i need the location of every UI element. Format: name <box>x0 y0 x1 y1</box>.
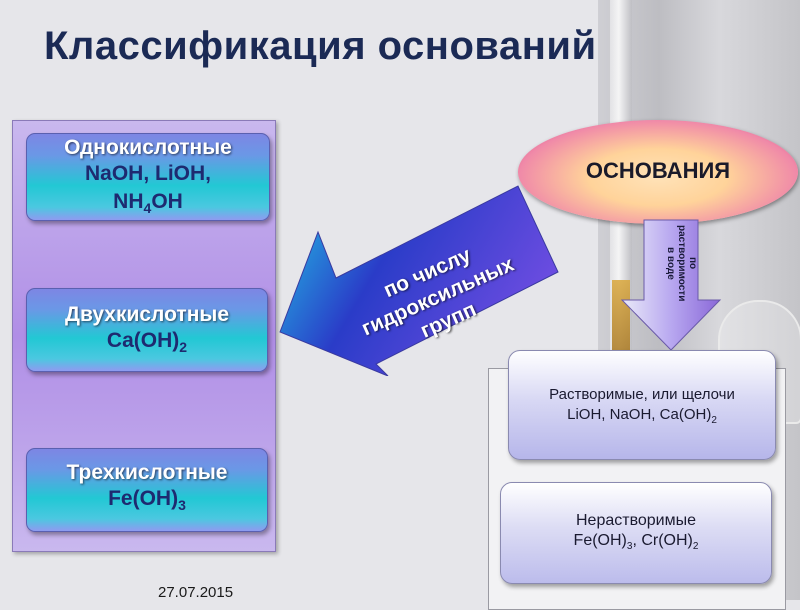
insoluble-box: Нерастворимые Fe(OH)3, Cr(OH)2 <box>500 482 772 584</box>
monoacid-name: Однокислотные <box>64 136 232 159</box>
solubility-arrow <box>620 219 722 351</box>
insoluble-title: Нерастворимые <box>575 512 697 529</box>
soluble-box: Растворимые, или щелочи LiOH, NaOH, Ca(O… <box>508 350 776 460</box>
soluble-formula: LiOH, NaOH, Ca(OH)2 <box>567 406 717 426</box>
diacid-box: Двухкислотные Ca(OH)2 <box>26 288 268 372</box>
slide-date: 27.07.2015 <box>158 584 234 601</box>
monoacid-formula-line1: NaOH, LiOH, <box>84 162 211 185</box>
triacid-name: Трехкислотные <box>66 461 228 484</box>
insoluble-formula: Fe(OH)3, Cr(OH)2 <box>573 532 699 553</box>
triacid-box: Трехкислотные Fe(OH)3 <box>26 448 268 532</box>
hydroxyl-groups-arrow <box>279 185 559 376</box>
diacid-formula: Ca(OH)2 <box>106 329 188 356</box>
monoacid-formula-line2: NH4OH <box>113 190 183 217</box>
soluble-title: Растворимые, или щелочи <box>549 386 735 403</box>
bases-ellipse <box>518 120 798 224</box>
bases-label: ОСНОВАНИЯ <box>585 158 731 183</box>
triacid-formula: Fe(OH)3 <box>108 487 186 514</box>
monoacid-box: Однокислотные NaOH, LiOH, NH4OH <box>26 133 270 221</box>
slide-title: Классификация оснований <box>44 24 597 68</box>
diacid-name: Двухкислотные <box>64 303 229 326</box>
solubility-arrow-label: по растворимости в воде <box>665 224 698 302</box>
